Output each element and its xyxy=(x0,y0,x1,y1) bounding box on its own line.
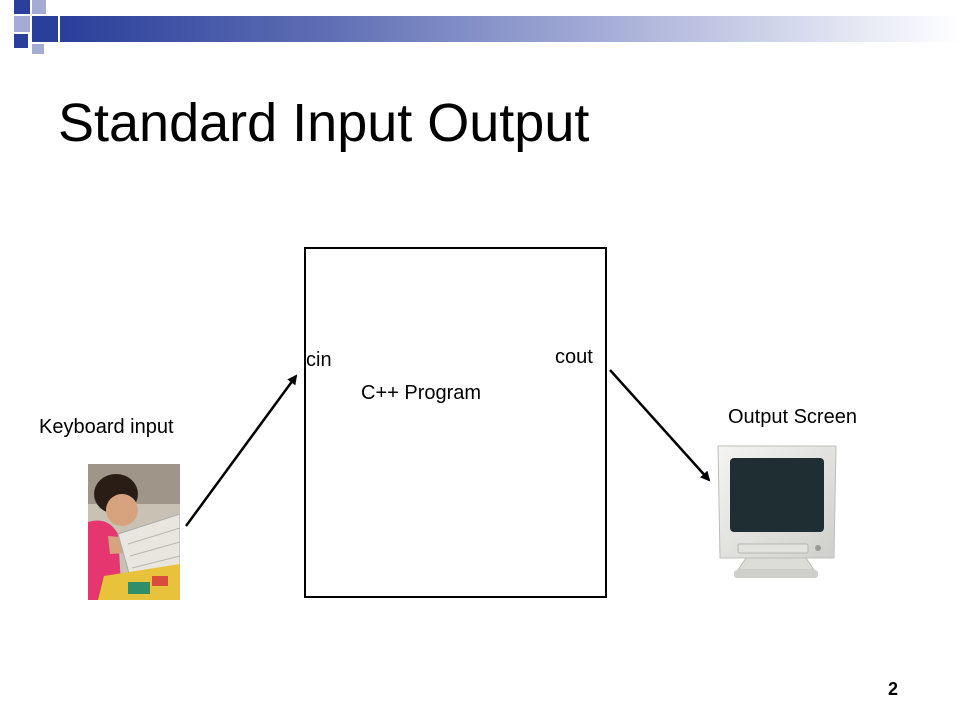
header-square xyxy=(14,0,30,14)
header-square xyxy=(32,16,58,42)
header-square xyxy=(14,34,28,48)
header-gradient-bar xyxy=(60,16,960,42)
keyboard-label: Keyboard input xyxy=(39,416,174,438)
program-box xyxy=(304,247,607,598)
cout-label: cout xyxy=(555,346,593,368)
slide-title: Standard Input Output xyxy=(58,93,590,153)
input-arrow xyxy=(184,374,298,527)
output-arrow xyxy=(609,369,711,482)
monitor-icon xyxy=(717,445,837,578)
header-square xyxy=(32,44,44,54)
header-square xyxy=(32,0,46,14)
page-number: 2 xyxy=(888,679,899,699)
program-label: C++ Program xyxy=(361,382,482,404)
cin-label: cin xyxy=(306,349,332,371)
header-square xyxy=(14,16,30,32)
child-typing-photo xyxy=(88,464,180,600)
output-screen-label: Output Screen xyxy=(728,406,857,428)
